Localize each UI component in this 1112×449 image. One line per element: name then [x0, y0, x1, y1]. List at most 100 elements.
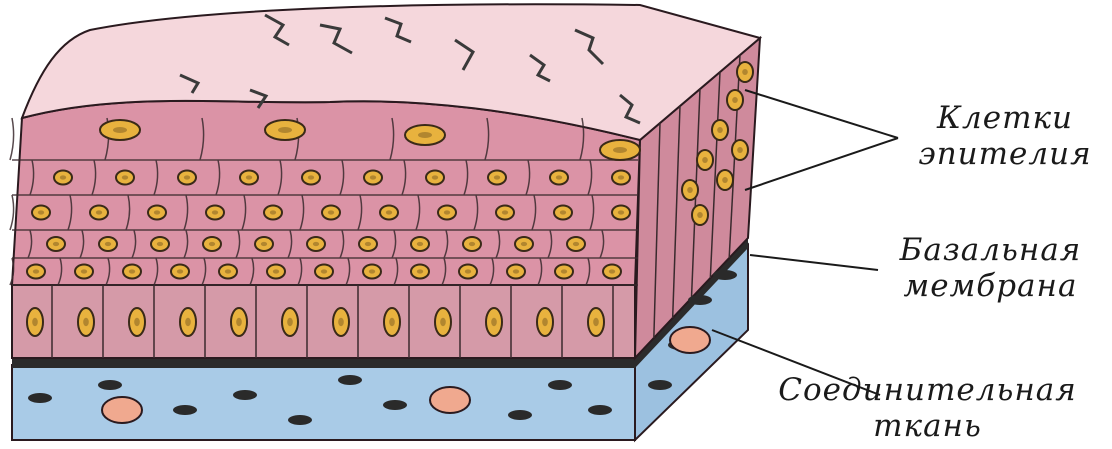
nucleus-chromatin	[157, 242, 163, 246]
cell-wall	[10, 118, 14, 160]
nucleus-chromatin	[389, 318, 395, 326]
cell-wall	[10, 195, 14, 230]
nucleus-chromatin	[278, 127, 292, 133]
basal-membrane-front	[12, 358, 635, 368]
nucleus-chromatin	[313, 242, 319, 246]
nucleus-chromatin	[502, 210, 508, 214]
nucleus-chromatin	[184, 175, 190, 179]
nucleus-chromatin	[732, 97, 738, 103]
nucleus-chromatin	[225, 269, 231, 273]
fibroblast	[588, 405, 612, 415]
nucleus-chromatin	[38, 210, 44, 214]
nucleus-chromatin	[60, 175, 66, 179]
nucleus-chromatin	[113, 127, 127, 133]
label-epithelial-cells-line1: Клетки	[905, 100, 1105, 136]
label-epithelial-cells: Клетки эпителия	[905, 100, 1105, 172]
nucleus-chromatin	[32, 318, 38, 326]
nucleus-chromatin	[212, 210, 218, 214]
fibroblast	[173, 405, 197, 415]
nucleus-chromatin	[444, 210, 450, 214]
nucleus-chromatin	[440, 318, 446, 326]
blood-cell	[102, 397, 142, 423]
label-connective-tissue-line1: Соединительная	[750, 372, 1105, 408]
nucleus-chromatin	[742, 69, 748, 75]
nucleus-chromatin	[134, 318, 140, 326]
nucleus-chromatin	[469, 242, 475, 246]
label-basal-membrane: Базальная мембрана	[878, 232, 1103, 304]
nucleus-chromatin	[737, 147, 743, 153]
nucleus-chromatin	[81, 269, 87, 273]
nucleus-chromatin	[122, 175, 128, 179]
nucleus-chromatin	[308, 175, 314, 179]
nucleus-chromatin	[246, 175, 252, 179]
nucleus-chromatin	[236, 318, 242, 326]
label-epithelial-cells-line2: эпителия	[905, 136, 1105, 172]
nucleus-chromatin	[129, 269, 135, 273]
nucleus-chromatin	[717, 127, 723, 133]
fibroblast	[508, 410, 532, 420]
fibroblast	[98, 380, 122, 390]
nucleus-chromatin	[209, 242, 215, 246]
nucleus-chromatin	[573, 242, 579, 246]
nucleus-chromatin	[561, 269, 567, 273]
fibroblast	[338, 375, 362, 385]
nucleus-chromatin	[417, 269, 423, 273]
label-connective-tissue: Соединительная ткань	[750, 372, 1105, 444]
nucleus-chromatin	[609, 269, 615, 273]
fibroblast	[548, 380, 572, 390]
nucleus-chromatin	[261, 242, 267, 246]
nucleus-chromatin	[465, 269, 471, 273]
nucleus-chromatin	[154, 210, 160, 214]
leader-line-epithelial-2	[745, 138, 898, 190]
nucleus-chromatin	[491, 318, 497, 326]
nucleus-chromatin	[386, 210, 392, 214]
nucleus-chromatin	[338, 318, 344, 326]
nucleus-chromatin	[370, 175, 376, 179]
nucleus-chromatin	[722, 177, 728, 183]
nucleus-chromatin	[287, 318, 293, 326]
leader-line-basal-membrane	[750, 255, 878, 270]
nucleus-chromatin	[560, 210, 566, 214]
nucleus-chromatin	[697, 212, 703, 218]
nucleus-chromatin	[369, 269, 375, 273]
nucleus-chromatin	[613, 147, 627, 153]
nucleus-chromatin	[618, 175, 624, 179]
label-basal-membrane-line2: мембрана	[878, 268, 1103, 304]
nucleus-chromatin	[432, 175, 438, 179]
nucleus-chromatin	[270, 210, 276, 214]
nucleus-chromatin	[321, 269, 327, 273]
nucleus-chromatin	[53, 242, 59, 246]
nucleus-chromatin	[556, 175, 562, 179]
fibroblast	[28, 393, 52, 403]
nucleus-chromatin	[83, 318, 89, 326]
nucleus-chromatin	[618, 210, 624, 214]
blood-cell	[430, 387, 470, 413]
fibroblast	[383, 400, 407, 410]
nucleus-chromatin	[513, 269, 519, 273]
nucleus-chromatin	[418, 132, 432, 138]
fibroblast	[233, 390, 257, 400]
fibroblast	[713, 270, 737, 280]
fibroblast	[288, 415, 312, 425]
leader-line-epithelial-1	[745, 90, 898, 138]
nucleus-chromatin	[328, 210, 334, 214]
nucleus-chromatin	[105, 242, 111, 246]
nucleus-chromatin	[185, 318, 191, 326]
nucleus-chromatin	[96, 210, 102, 214]
nucleus-chromatin	[542, 318, 548, 326]
blood-cell	[670, 327, 710, 353]
nucleus-chromatin	[33, 269, 39, 273]
nucleus-chromatin	[521, 242, 527, 246]
nucleus-chromatin	[593, 318, 599, 326]
label-connective-tissue-line2: ткань	[750, 408, 1105, 444]
nucleus-chromatin	[273, 269, 279, 273]
label-basal-membrane-line1: Базальная	[878, 232, 1103, 268]
fibroblast	[688, 295, 712, 305]
nucleus-chromatin	[365, 242, 371, 246]
nucleus-chromatin	[702, 157, 708, 163]
nucleus-chromatin	[177, 269, 183, 273]
nucleus-chromatin	[494, 175, 500, 179]
nucleus-chromatin	[417, 242, 423, 246]
fibroblast	[648, 380, 672, 390]
nucleus-chromatin	[687, 187, 693, 193]
